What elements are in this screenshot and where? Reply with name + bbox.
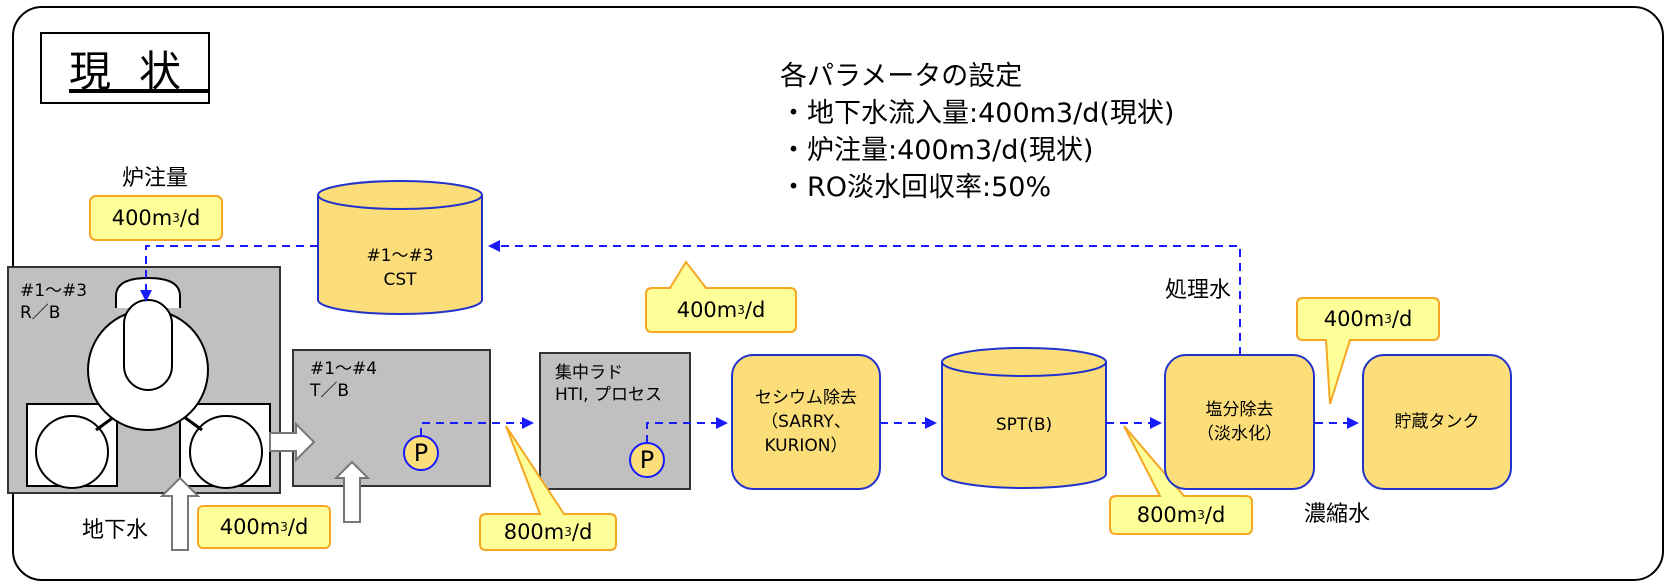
groundwater-flow-callout xyxy=(197,505,331,549)
cesium-removal-line1: セシウム除去 xyxy=(755,388,857,408)
tb-label: #1～#4 T／B xyxy=(310,358,377,402)
pump-label: P xyxy=(413,439,429,467)
rb-label: #1～#3 R／B xyxy=(20,280,87,324)
injection-flow-exponent: 3 xyxy=(172,211,180,225)
injection-flow-callout xyxy=(89,195,223,241)
groundwater-flow-exponent: 3 xyxy=(280,520,288,534)
parameter-list: 各パラメータの設定 ・地下水流入量:400m3/d(現状) ・炉注量:400m3… xyxy=(780,58,1174,206)
concentrated-water-label: 濃縮水 xyxy=(1304,502,1371,527)
treated-flow-value: 400m xyxy=(676,298,738,322)
parameter-heading: 各パラメータの設定 xyxy=(780,61,1023,92)
page-title: 現状 xyxy=(68,46,209,96)
spt-out-flow-exponent: 3 xyxy=(1197,508,1205,522)
central-rad-label-line1: 集中ラド xyxy=(555,363,623,383)
cesium-removal-line3: KURION） xyxy=(764,436,848,456)
page-title-box: 現状 xyxy=(40,32,210,104)
tb-out-flow-exponent: 3 xyxy=(564,525,572,539)
groundwater-label: 地下水 xyxy=(82,518,149,543)
spt-out-flow-value: 800m xyxy=(1136,503,1198,527)
desalination-line1: 塩分除去 xyxy=(1205,400,1274,420)
spt-label: SPT(B) xyxy=(995,415,1053,435)
cst-label-line1: #1～#3 xyxy=(366,246,434,266)
central-rad-building xyxy=(539,352,691,490)
desalination-box: 塩分除去 （淡水化） xyxy=(1164,354,1315,490)
tb-label-line1: #1～#4 xyxy=(310,359,378,379)
parameter-item: ・地下水流入量:400m3/d(現状) xyxy=(780,98,1175,129)
rad-to-cesium-line xyxy=(646,417,728,443)
parameter-item: ・炉注量:400m3/d(現状) xyxy=(780,135,1094,166)
storage-in-flow-exponent: 3 xyxy=(1384,312,1392,326)
cst-label-line2: CST xyxy=(383,270,417,290)
injection-line xyxy=(140,245,318,302)
cst-tank xyxy=(317,180,483,315)
treated-flow-callout xyxy=(645,260,797,333)
injection-flow-unit: /d xyxy=(179,206,201,230)
treated-flow-exponent: 3 xyxy=(737,303,745,317)
desalination-line2: （淡水化） xyxy=(1197,424,1282,444)
storage-tank-box: 貯蔵タンク xyxy=(1362,354,1512,490)
spt-tank xyxy=(941,347,1107,489)
tb-out-flow-unit: /d xyxy=(571,520,593,544)
groundwater-flow-value: 400m xyxy=(219,515,281,539)
rb-label-line1: #1～#3 xyxy=(20,281,88,301)
pump-label: P xyxy=(639,446,655,474)
tb-out-flow-callout xyxy=(479,425,617,551)
cesium-removal-line2: （SARRY、 xyxy=(761,412,851,432)
turbine-building xyxy=(292,349,491,487)
storage-tank-label: 貯蔵タンク xyxy=(1394,412,1480,432)
central-rad-label: 集中ラド HTI, プロセス xyxy=(555,362,662,406)
tb-out-flow-value: 800m xyxy=(503,520,565,544)
cesium-removal-box: セシウム除去 （SARRY、 KURION） xyxy=(731,354,881,490)
injection-label: 炉注量 xyxy=(122,166,189,191)
storage-in-flow-callout xyxy=(1296,297,1440,405)
groundwater-tb-arrow xyxy=(333,460,371,523)
treated-water-return-line xyxy=(488,240,1241,355)
spt-out-flow-callout xyxy=(1109,425,1253,535)
groundwater-flow-unit: /d xyxy=(287,515,309,539)
treated-flow-unit: /d xyxy=(744,298,766,322)
parameter-item: ・RO淡水回収率:50% xyxy=(780,172,1052,203)
storage-in-flow-value: 400m xyxy=(1323,307,1385,331)
rb-to-tb-arrow xyxy=(269,421,316,463)
treated-water-label: 処理水 xyxy=(1165,278,1232,303)
groundwater-rb-arrow xyxy=(159,476,201,551)
storage-in-flow-unit: /d xyxy=(1391,307,1413,331)
tb-label-line2: T／B xyxy=(310,381,350,401)
cst-label: #1～#3 CST xyxy=(318,244,482,292)
rb-label-line2: R／B xyxy=(20,303,61,323)
reactor-vessel-icon xyxy=(26,276,271,489)
injection-flow-value: 400m xyxy=(111,206,173,230)
tb-to-rad-line xyxy=(420,417,534,436)
spt-out-flow-unit: /d xyxy=(1204,503,1226,527)
central-rad-label-line2: HTI, プロセス xyxy=(555,385,662,405)
